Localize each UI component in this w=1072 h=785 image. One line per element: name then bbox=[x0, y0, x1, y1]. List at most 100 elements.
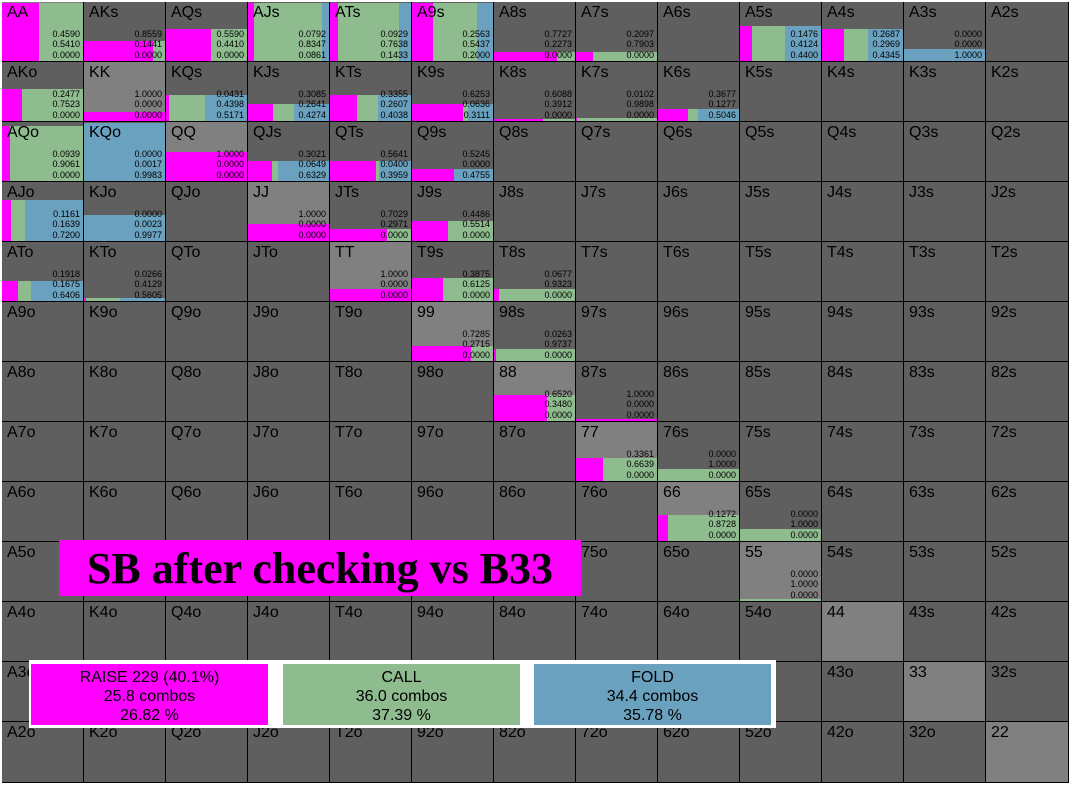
hand-cell-J6o[interactable]: J6o bbox=[248, 482, 330, 542]
hand-cell-Q7o[interactable]: Q7o bbox=[166, 422, 248, 482]
hand-cell-44[interactable]: 44 bbox=[822, 602, 904, 662]
hand-cell-A8o[interactable]: A8o bbox=[2, 362, 84, 422]
hand-cell-85s[interactable]: 85s bbox=[740, 362, 822, 422]
hand-cell-33[interactable]: 33 bbox=[904, 662, 986, 722]
hand-cell-K7o[interactable]: K7o bbox=[84, 422, 166, 482]
hand-cell-T6o[interactable]: T6o bbox=[330, 482, 412, 542]
hand-cell-94s[interactable]: 94s bbox=[822, 302, 904, 362]
hand-cell-T4o[interactable]: T4o bbox=[330, 602, 412, 662]
hand-cell-J4s[interactable]: J4s bbox=[822, 182, 904, 242]
hand-cell-A6o[interactable]: A6o bbox=[2, 482, 84, 542]
hand-cell-T5s[interactable]: T5s bbox=[740, 242, 822, 302]
hand-cell-K4s[interactable]: K4s bbox=[822, 62, 904, 122]
hand-cell-87o[interactable]: 87o bbox=[494, 422, 576, 482]
hand-cell-Q9o[interactable]: Q9o bbox=[166, 302, 248, 362]
hand-cell-A6s[interactable]: A6s bbox=[658, 2, 740, 62]
hand-cell-J3s[interactable]: J3s bbox=[904, 182, 986, 242]
hand-cell-K8o[interactable]: K8o bbox=[84, 362, 166, 422]
hand-cell-83s[interactable]: 83s bbox=[904, 362, 986, 422]
hand-cell-J2o[interactable]: J2o bbox=[248, 722, 330, 783]
hand-cell-86o[interactable]: 86o bbox=[494, 482, 576, 542]
hand-cell-Q7s[interactable]: Q7s bbox=[576, 122, 658, 182]
hand-cell-94o[interactable]: 94o bbox=[412, 602, 494, 662]
hand-cell-43o[interactable]: 43o bbox=[822, 662, 904, 722]
hand-cell-JTo[interactable]: JTo bbox=[248, 242, 330, 302]
hand-cell-74s[interactable]: 74s bbox=[822, 422, 904, 482]
hand-cell-Q3s[interactable]: Q3s bbox=[904, 122, 986, 182]
hand-cell-84o[interactable]: 84o bbox=[494, 602, 576, 662]
hand-cell-65o[interactable]: 65o bbox=[658, 542, 740, 602]
hand-cell-64s[interactable]: 64s bbox=[822, 482, 904, 542]
hand-cell-92o[interactable]: 92o bbox=[412, 722, 494, 783]
hand-cell-76o[interactable]: 76o bbox=[576, 482, 658, 542]
hand-cell-A7o[interactable]: A7o bbox=[2, 422, 84, 482]
hand-cell-Q5s[interactable]: Q5s bbox=[740, 122, 822, 182]
hand-cell-J7o[interactable]: J7o bbox=[248, 422, 330, 482]
hand-cell-98o[interactable]: 98o bbox=[412, 362, 494, 422]
hand-cell-84s[interactable]: 84s bbox=[822, 362, 904, 422]
hand-cell-52s[interactable]: 52s bbox=[986, 542, 1069, 602]
hand-cell-62s[interactable]: 62s bbox=[986, 482, 1069, 542]
hand-cell-A4o[interactable]: A4o bbox=[2, 602, 84, 662]
hand-cell-J2s[interactable]: J2s bbox=[986, 182, 1069, 242]
hand-cell-Q4o[interactable]: Q4o bbox=[166, 602, 248, 662]
hand-cell-K2s[interactable]: K2s bbox=[986, 62, 1069, 122]
hand-cell-72o[interactable]: 72o bbox=[576, 722, 658, 783]
hand-cell-52o[interactable]: 52o bbox=[740, 722, 822, 783]
hand-cell-J8s[interactable]: J8s bbox=[494, 182, 576, 242]
hand-cell-QTo[interactable]: QTo bbox=[166, 242, 248, 302]
hand-cell-Q6o[interactable]: Q6o bbox=[166, 482, 248, 542]
hand-cell-Q2o[interactable]: Q2o bbox=[166, 722, 248, 783]
hand-cell-J9o[interactable]: J9o bbox=[248, 302, 330, 362]
hand-cell-63s[interactable]: 63s bbox=[904, 482, 986, 542]
hand-cell-32o[interactable]: 32o bbox=[904, 722, 986, 783]
hand-cell-73s[interactable]: 73s bbox=[904, 422, 986, 482]
hand-cell-Q4s[interactable]: Q4s bbox=[822, 122, 904, 182]
hand-cell-T6s[interactable]: T6s bbox=[658, 242, 740, 302]
hand-cell-32s[interactable]: 32s bbox=[986, 662, 1069, 722]
hand-cell-T7s[interactable]: T7s bbox=[576, 242, 658, 302]
hand-cell-54s[interactable]: 54s bbox=[822, 542, 904, 602]
hand-cell-86s[interactable]: 86s bbox=[658, 362, 740, 422]
hand-cell-62o[interactable]: 62o bbox=[658, 722, 740, 783]
hand-cell-Q8o[interactable]: Q8o bbox=[166, 362, 248, 422]
hand-cell-K5s[interactable]: K5s bbox=[740, 62, 822, 122]
hand-cell-A2o[interactable]: A2o bbox=[2, 722, 84, 783]
hand-cell-75s[interactable]: 75s bbox=[740, 422, 822, 482]
hand-cell-64o[interactable]: 64o bbox=[658, 602, 740, 662]
hand-cell-82o[interactable]: 82o bbox=[494, 722, 576, 783]
hand-cell-J8o[interactable]: J8o bbox=[248, 362, 330, 422]
hand-cell-Q2s[interactable]: Q2s bbox=[986, 122, 1069, 182]
hand-cell-T2s[interactable]: T2s bbox=[986, 242, 1069, 302]
hand-cell-22[interactable]: 22 bbox=[986, 722, 1069, 783]
hand-cell-J7s[interactable]: J7s bbox=[576, 182, 658, 242]
hand-cell-K3s[interactable]: K3s bbox=[904, 62, 986, 122]
hand-cell-J4o[interactable]: J4o bbox=[248, 602, 330, 662]
legend-call[interactable]: CALL 36.0 combos 37.39 % bbox=[283, 664, 520, 725]
